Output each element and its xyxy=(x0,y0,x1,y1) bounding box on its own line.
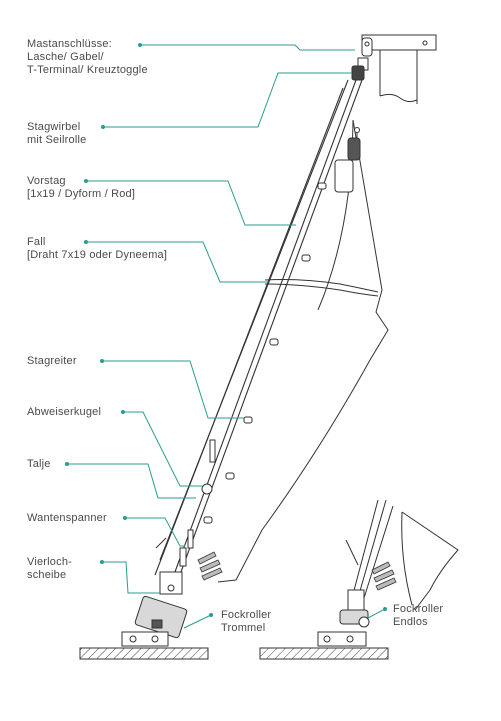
swivel-icon xyxy=(334,127,361,193)
label-tackle: Talje xyxy=(27,458,51,470)
leader-dots xyxy=(65,43,387,617)
sail-foot-folds-endless xyxy=(371,561,397,591)
label-turnbuckle: Wantenspanner xyxy=(27,512,107,524)
label-endless-furler: Fockroller Endlos xyxy=(393,603,444,628)
deck-base-endless xyxy=(259,647,389,660)
label-mast-fittings: Mastanschlüsse: Lasche/ Gabel/ T-Termina… xyxy=(27,38,148,76)
forestay-lines xyxy=(154,79,363,581)
drum-furler-icon xyxy=(121,571,188,647)
label-drum-furler: Fockroller Trommel xyxy=(221,609,272,634)
label-four-hole-plate: Vierloch- scheibe xyxy=(27,556,73,581)
label-deflector-ball: Abweiserkugel xyxy=(27,406,102,418)
deck-base-drum xyxy=(79,647,209,660)
turnbuckle-icon xyxy=(155,529,194,567)
sail-head-line xyxy=(264,279,379,297)
leader-lines xyxy=(67,44,386,629)
mast-section-icon xyxy=(361,34,437,104)
label-halyard: Fall [Draht 7x19 oder Dyneema] xyxy=(27,236,168,261)
mast-fitting xyxy=(351,37,373,81)
sail-foot-folds xyxy=(197,551,223,581)
sail-drum-side xyxy=(217,119,389,583)
deflector-ball-icon xyxy=(201,439,216,495)
label-swivel: Stagwirbel mit Seilrolle xyxy=(27,121,87,146)
sail-endless-side xyxy=(345,499,459,611)
label-forestay: Vorstag [1x19 / Dyform / Rod] xyxy=(27,175,136,200)
endless-furler-icon xyxy=(317,589,370,647)
luff-slides xyxy=(203,182,327,524)
label-luff-slides: Stagreiter xyxy=(27,355,77,367)
